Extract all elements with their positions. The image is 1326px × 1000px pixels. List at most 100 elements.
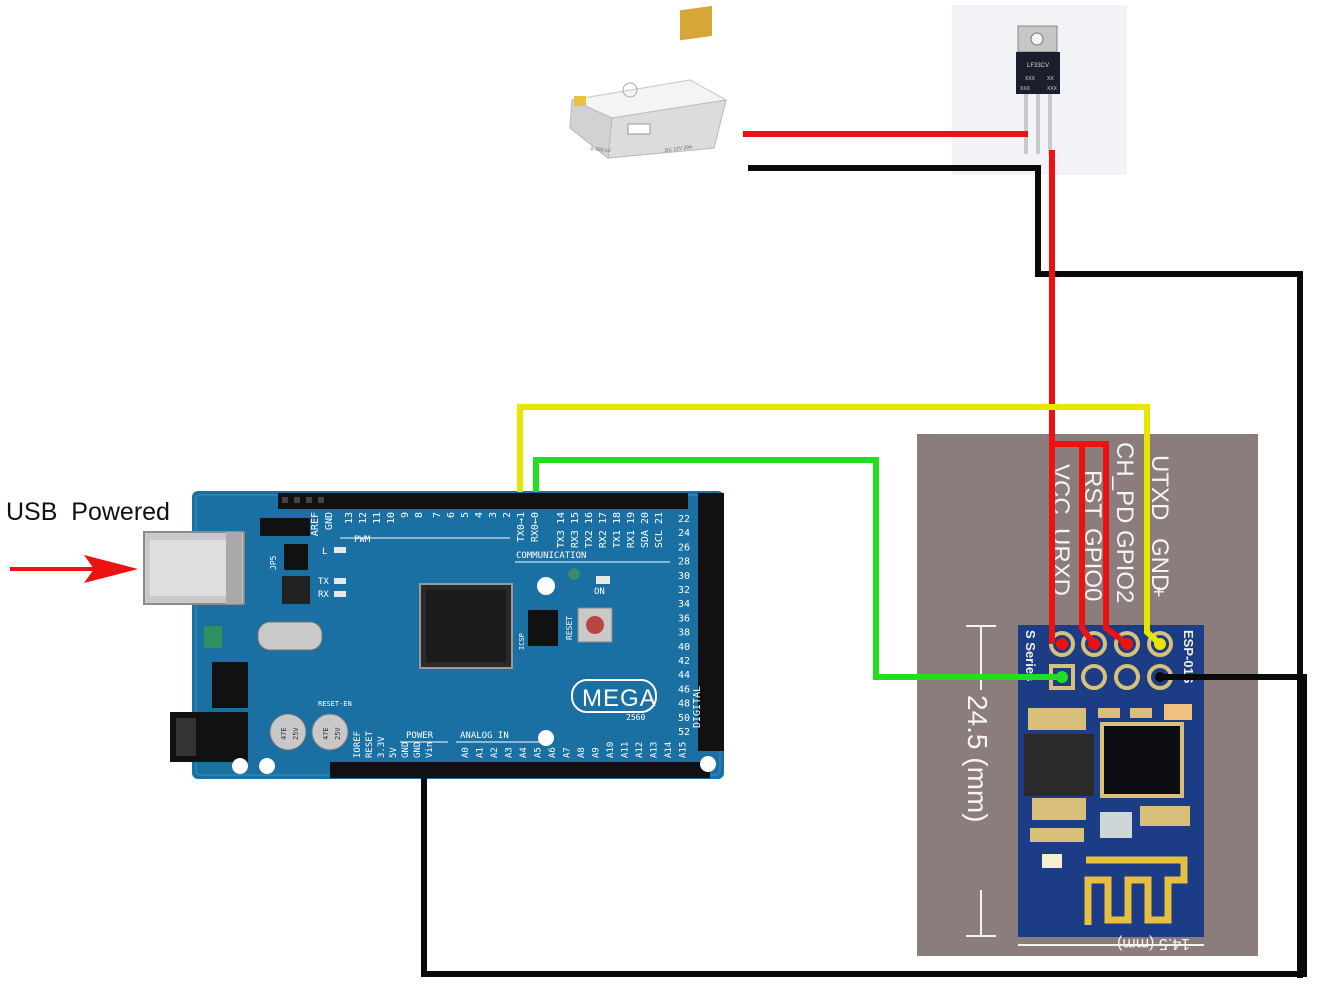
analog-pin-label: A15 [679,742,689,758]
esp-label-gpio2: GPIO2 [1111,530,1138,603]
esp-series-label: S Series [1023,630,1038,681]
svg-text:GND: GND [324,512,335,530]
digital-pin-label: 53 [725,735,737,746]
digital-pin-label: 28 [678,557,690,568]
label-on: ON [594,587,605,597]
digital-pin-label: 23 [725,522,737,533]
svg-text:XX: XX [1047,76,1054,82]
analog-pin-label: A13 [650,742,660,758]
digital-pin-label: 26 [678,542,690,553]
svg-text:SCL 21: SCL 21 [654,512,665,548]
analog-pin-label: A14 [664,742,674,758]
digital-pin-label: 25 [725,536,737,547]
power-supply: S-350-12 DC 12V 29A [569,5,728,159]
svg-text:5: 5 [460,512,471,518]
digital-pin-label: 40 [678,642,690,653]
svg-text:XXX: XXX [1020,86,1031,92]
svg-text:RX: RX [318,590,329,600]
digital-pin-label: 43 [725,664,737,675]
svg-text:RX2 17: RX2 17 [598,512,609,548]
wire-black-psu [748,165,1303,978]
analog-pin-label: A2 [490,747,500,758]
esp-label-utxd: UTXD [1146,455,1173,520]
arduino-mega-board: AREF GND 13 12 11 10 9 8 7 6 5 4 3 2 TX0… [143,491,737,779]
label-communication: COMMUNICATION [516,551,586,561]
analog-pin-label: A11 [621,742,631,758]
digital-pin-label: 35 [725,607,737,618]
svg-text:13: 13 [344,512,355,524]
svg-text:JP5: JP5 [269,555,278,570]
digital-pin-label: 46 [678,684,690,695]
esp-dim-vertical: 24.5 (mm) [962,695,993,823]
svg-text:L: L [322,547,327,557]
analog-pin-label: A4 [519,747,529,758]
analog-pin-label: A5 [534,747,544,758]
digital-pin-label: 42 [678,656,690,667]
svg-text:2: 2 [502,512,513,518]
digital-pin-label: 50 [678,713,690,724]
digital-pin-label: 52 [678,727,690,738]
wire-green-rx [533,457,1062,680]
svg-text:+: + [1147,586,1169,598]
regulator-part: LF33CV [1027,63,1049,69]
label-power: POWER [406,731,434,741]
svg-text:ICSP: ICSP [518,633,526,650]
analog-pin-label: A7 [563,747,573,758]
power-pin-label: RESET [365,730,375,758]
svg-text:3: 3 [488,512,499,518]
svg-text:11: 11 [372,512,383,524]
psu-top-label: S-350-12 [590,146,611,154]
label-digital: DIGITAL [692,686,703,728]
voltage-regulator: LF33CV XXX XX XXX XXX [952,5,1127,175]
svg-text:12: 12 [358,512,369,524]
analog-pin-label: A6 [548,747,558,758]
wire-red-vcc [1049,150,1129,647]
analog-pin-label: A10 [606,742,616,758]
digital-pin-label: 47 [725,692,737,703]
digital-pin-label: 34 [678,599,690,610]
digital-pin-label: 33 [725,593,737,604]
label-analog-in: ANALOG IN [460,731,509,741]
digital-pin-label: 27 [725,550,737,561]
digital-pin-label: 45 [725,678,737,689]
digital-pin-label: 31 [725,579,737,590]
wire-yellow-tx [517,404,1163,647]
svg-text:4: 4 [474,512,485,518]
analog-pin-label: A0 [461,747,471,758]
analog-pin-label: A12 [635,742,645,758]
digital-pin-label: 38 [678,628,690,639]
mega-model: 2560 [626,713,645,722]
svg-text:8: 8 [414,512,425,518]
digital-pin-label: 29 [725,565,737,576]
digital-pin-label: 44 [678,670,690,681]
svg-text:TX0→1: TX0→1 [516,512,527,542]
digital-pin-label: 22 [678,514,690,525]
svg-text:7: 7 [432,512,443,518]
digital-pin-labels: 2224262830323436384042444648505223252729… [678,514,737,746]
label-pwm: PWM [354,535,371,545]
svg-text:TX2 16: TX2 16 [584,512,595,548]
analog-pin-label: A1 [476,747,486,758]
svg-text:XXX: XXX [1047,86,1058,92]
svg-text:25V: 25V [292,727,300,740]
svg-text:25V: 25V [334,727,342,740]
svg-text:47E: 47E [322,727,330,740]
esp-label-gnd: GND [1146,538,1173,591]
digital-pin-label: 32 [678,585,690,596]
wire-black-gnd [421,674,1307,977]
digital-pin-label: 48 [678,699,690,710]
usb-arrow-icon [10,555,138,583]
esp01-module: UTXD GND CH_PD GPIO2 RST GPIO0 VCC URXD … [917,434,1258,956]
svg-text:AREF: AREF [310,512,321,536]
digital-pin-label: 41 [725,650,737,661]
esp-label-chpd: CH_PD [1111,442,1138,523]
esp-header-overlay [1056,638,1166,683]
power-pin-label: 3.3V [377,736,387,758]
mega-logo: MEGA [582,685,657,712]
analog-pin-label: A9 [592,747,602,758]
svg-text:SDA 20: SDA 20 [640,512,651,548]
svg-text:RESET: RESET [565,616,574,640]
usb-powered-label: USB Powered [6,498,170,526]
